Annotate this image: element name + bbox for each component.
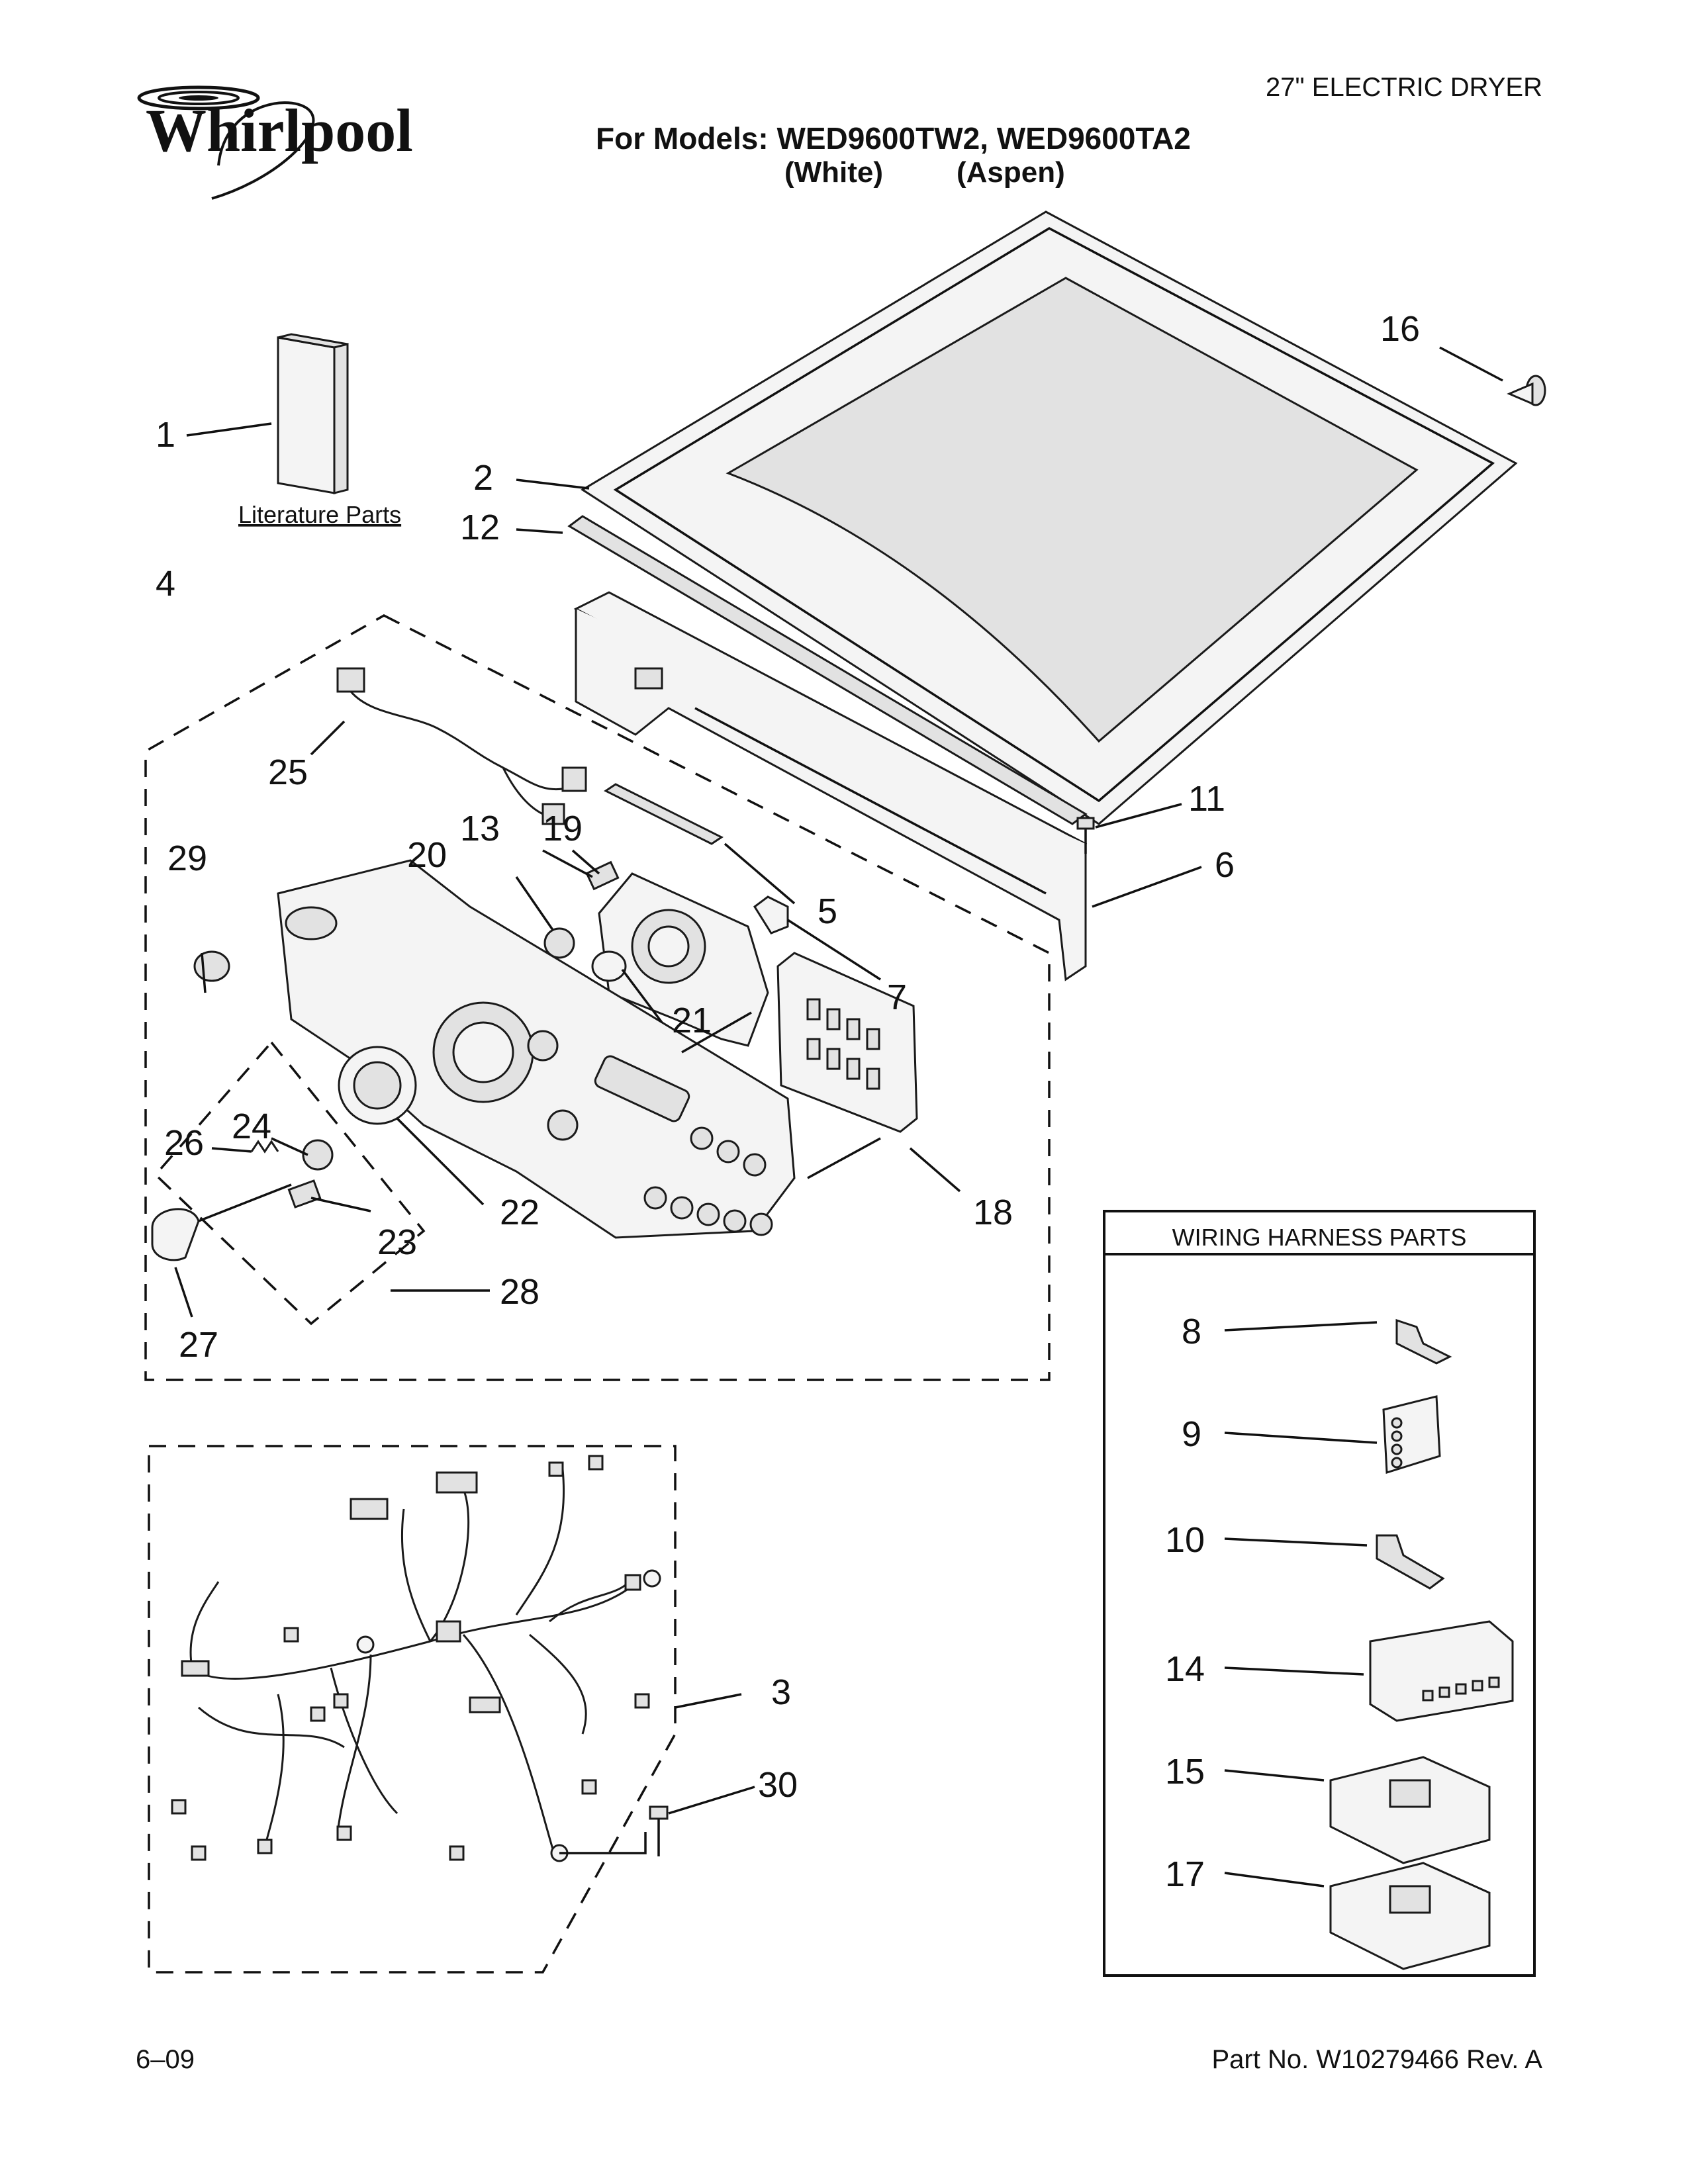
terminal-part-8 [1395,1318,1452,1365]
callout-17: 17 [1165,1854,1205,1894]
literature-booklet [277,333,349,494]
models-line: For Models: WED9600TW2, WED9600TA2 [596,121,1191,156]
callout-13: 13 [460,809,500,848]
model-color-white: (White) [784,156,883,189]
model-color-aspen: (Aspen) [957,156,1065,189]
callout-25: 25 [268,752,308,792]
user-interface-board-part-18 [776,952,918,1133]
connector-part-15 [1329,1756,1491,1864]
bracket-part-7 [753,895,789,934]
knob-insert-part-24 [302,1139,334,1171]
callout-6: 6 [1215,845,1235,885]
connector-part-14 [1369,1620,1514,1722]
cable-tie-part-5 [604,783,724,845]
terminal-part-10 [1376,1534,1445,1590]
callout-1: 1 [156,415,175,455]
wiring-harness-parts-box [1103,1210,1536,1977]
knob-part-27 [151,1183,292,1261]
callout-15: 15 [1165,1752,1205,1792]
ring-part-21 [591,950,627,982]
callout-23: 23 [377,1222,417,1262]
callout-2: 2 [473,458,493,498]
callout-9: 9 [1182,1414,1201,1454]
callout-16: 16 [1380,309,1420,349]
console-rear-bracket [573,591,1088,981]
callout-12: 12 [460,508,500,547]
push-button-part-29 [193,950,230,982]
front-seal-strip [567,515,1088,825]
callout-8: 8 [1182,1312,1201,1351]
callout-22: 22 [500,1193,539,1232]
literature-parts-label: Literature Parts [238,501,401,528]
connector-part-9 [1382,1395,1441,1475]
callout-26: 26 [164,1123,204,1163]
callout-21: 21 [672,1001,712,1040]
gear-part-20 [543,927,575,959]
brand-logo: Whirlpool [137,85,413,200]
callout-14: 14 [1165,1649,1205,1689]
main-harness-boundary [148,1445,677,1974]
selector-part-13 [585,860,620,891]
main-wire-harness-part-3 [171,1455,661,1862]
callout-30: 30 [758,1765,798,1805]
callout-20: 20 [407,835,447,875]
knob-assembly-boundary [154,1040,426,1326]
callout-4: 4 [156,564,175,604]
console-panel [277,859,796,1239]
callout-7: 7 [887,978,907,1017]
top-panel [581,210,1518,825]
screw-part-30 [649,1805,669,1856]
callout-24: 24 [232,1107,271,1146]
screw-part-11 [1076,817,1095,854]
callout-28: 28 [500,1272,539,1312]
console-assembly-boundary [144,614,1051,1381]
callout-27: 27 [179,1325,218,1365]
knob-ring-part-22 [338,1046,417,1125]
callout-11: 11 [1188,779,1225,819]
console-wire-harness [336,667,587,825]
product-type: 27" ELECTRIC DRYER [1266,73,1542,102]
spring-part-26 [250,1140,279,1154]
footer-date: 6–09 [136,2045,195,2074]
connector-part-17 [1329,1862,1491,1970]
footer-part-number: Part No. W10279466 Rev. A [1211,2045,1542,2074]
control-module-part-19 [598,872,769,1047]
screw-part-16 [1507,375,1546,406]
callout-5: 5 [818,891,837,931]
callout-numbers: 1 2 3 4 5 6 7 8 9 10 11 12 13 14 15 16 1… [156,309,1420,1894]
callout-3: 3 [771,1672,791,1712]
wiring-harness-parts-title: WIRING HARNESS PARTS [1172,1224,1467,1251]
leader-lines [174,346,1503,1888]
callout-10: 10 [1165,1520,1205,1560]
ground-wire-link [559,1832,647,1854]
callout-19: 19 [543,809,583,848]
knob-clip-part-23 [287,1179,322,1208]
brand-wordmark: Whirlpool [146,97,413,164]
callout-18: 18 [973,1193,1013,1232]
callout-29: 29 [167,839,207,878]
